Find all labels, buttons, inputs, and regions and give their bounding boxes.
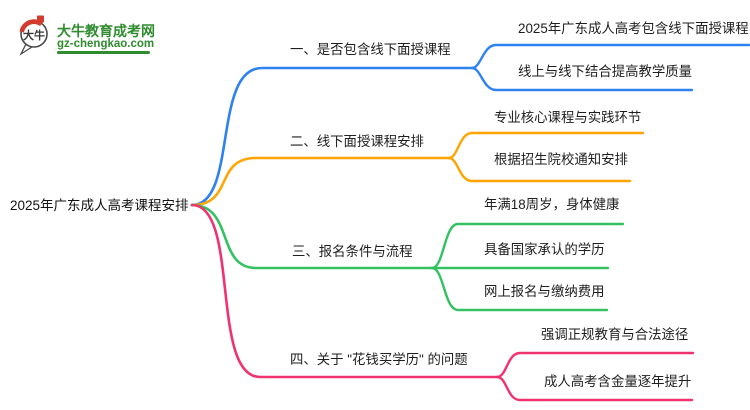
branch4-label: 四、关于 "花钱买学历" 的问题 (290, 352, 468, 367)
branch3-child2-label: 具备国家承认的学历 (484, 242, 605, 257)
logo-brand-text: 大牛教育成考网 (57, 23, 155, 39)
branch4-child2-label: 成人高考含金量逐年提升 (544, 374, 692, 389)
branch2-trunk-line (190, 156, 451, 207)
branch3-child1-line (430, 222, 625, 270)
branch1-label: 一、是否包含线下面授课程 (290, 42, 451, 57)
branch1-child1-label: 2025年广东成人高考包含线下面授课程 (518, 21, 749, 36)
bull-logo-icon: 大牛 (19, 15, 48, 56)
red-beret (19, 19, 43, 33)
branch4-trunk-line (190, 203, 499, 379)
logo-underline (57, 51, 150, 54)
branch1-child2-line (470, 66, 694, 92)
branch3-child1-label: 年满18周岁，身体健康 (484, 197, 620, 212)
branch2-child2-line (447, 156, 632, 183)
branch3-child3-label: 网上报名与缴纳费用 (484, 284, 605, 299)
branch2-child1-label: 专业核心课程与实践环节 (494, 110, 642, 125)
branch2-child2-label: 根据招生院校通知安排 (494, 152, 628, 167)
logo-icon-text: 大牛 (23, 28, 45, 42)
branch3-child3-line (430, 266, 609, 312)
branch1-trunk-line (190, 66, 474, 207)
branch1-child2-label: 线上与线下结合提高教学质量 (518, 64, 693, 79)
root-node: 2025年广东成人高考课程安排 (10, 198, 189, 213)
logo-domain-text: gz-chengkao.com (57, 38, 155, 50)
branch3-label: 三、报名条件与流程 (292, 244, 413, 259)
branch1-child1-line (470, 43, 750, 70)
branch2-child1-line (447, 131, 645, 160)
branch4-child2-line (495, 375, 694, 402)
branch4-child1-label: 强调正规教育与合法途径 (541, 327, 689, 342)
branch4-child1-line (495, 351, 695, 379)
red-seal (37, 15, 44, 23)
branch3-trunk-line (190, 203, 434, 270)
branch2-label: 二、线下面授课程安排 (290, 134, 424, 149)
